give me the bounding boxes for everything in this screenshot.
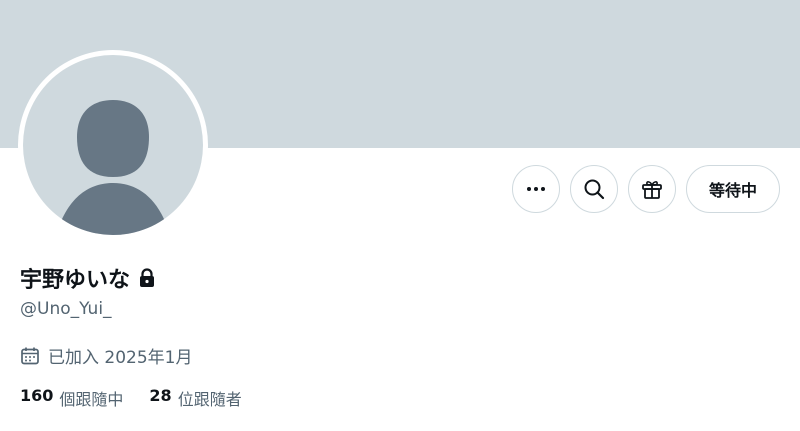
search-button[interactable]: [569, 165, 618, 213]
gift-icon: [642, 181, 662, 199]
avatar-frame: [18, 50, 208, 240]
follow-stats: 160 個跟隨中 28 位跟隨者: [20, 386, 242, 410]
following-link[interactable]: 160 個跟隨中: [20, 386, 123, 410]
avatar[interactable]: [23, 55, 203, 235]
more-horizontal-icon: [526, 187, 545, 191]
default-avatar-icon: [56, 100, 170, 235]
lock-icon: [140, 268, 155, 287]
calendar-icon: [21, 347, 39, 364]
followers-count: 28: [149, 386, 172, 405]
joined-date: 已加入 2025年1月: [48, 348, 193, 368]
gift-button[interactable]: [627, 165, 676, 213]
followers-label: 位跟隨者: [177, 390, 242, 409]
more-button[interactable]: [511, 165, 560, 213]
followers-link[interactable]: 28 位跟隨者: [149, 386, 241, 410]
following-count: 160: [20, 386, 54, 405]
search-icon: [584, 179, 605, 200]
display-name: 宇野ゆいな: [20, 268, 131, 293]
joined-date-row: 已加入 2025年1月: [20, 343, 192, 368]
following-label: 個跟隨中: [59, 390, 124, 409]
name-row: 宇野ゆいな: [20, 262, 156, 294]
pending-follow-button[interactable]: 等待中: [685, 165, 780, 213]
profile-actions: 等待中: [511, 165, 780, 213]
pending-follow-label: 等待中: [708, 181, 757, 200]
user-handle: @Uno_Yui_: [20, 299, 112, 319]
